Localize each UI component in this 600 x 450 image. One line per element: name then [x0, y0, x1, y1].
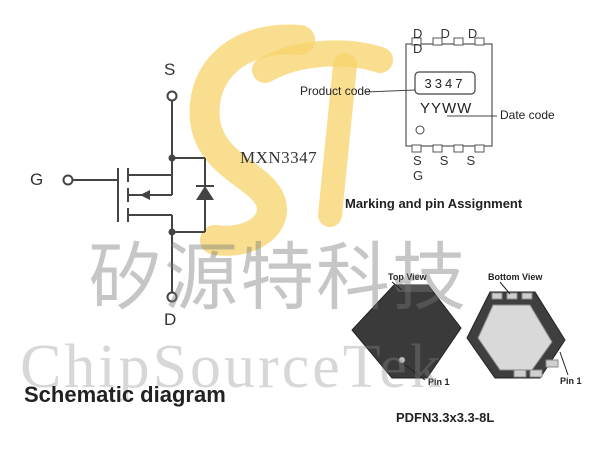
watermark-english: ChipSourceTek	[20, 333, 444, 401]
top-pin-3: D	[467, 26, 478, 41]
pin1-label-top: Pin 1	[428, 377, 450, 387]
gate-label: G	[30, 170, 44, 189]
watermark-chinese: 矽源特科技	[88, 235, 468, 321]
bottom-view-label: Bottom View	[488, 272, 543, 282]
date-code-value: YYWW	[420, 100, 473, 117]
bottom-pin-1: S	[413, 153, 422, 168]
schematic-caption: Schematic diagram	[24, 382, 226, 407]
bottom-pin-row: S S S G	[413, 153, 493, 183]
product-code-value: 3347	[424, 76, 466, 91]
source-label: S	[164, 60, 176, 79]
top-pin-row: D D D D	[413, 26, 493, 56]
date-code-label: Date code	[500, 108, 555, 122]
top-view-label: Top View	[388, 272, 427, 282]
pin1-marker	[415, 125, 425, 135]
top-pin-1: D	[413, 26, 423, 41]
gate-terminal	[62, 174, 74, 186]
package-name: PDFN3.3x3.3-8L	[396, 410, 495, 425]
drain-terminal	[166, 291, 178, 303]
top-pin-4: D	[413, 41, 423, 56]
part-number: MXN3347	[240, 148, 318, 167]
product-code-box	[414, 71, 476, 95]
bottom-pin-3: S	[466, 153, 476, 168]
marking-caption: Marking and pin Assignment	[345, 196, 523, 211]
pin1-label-bottom: Pin 1	[560, 376, 582, 386]
source-terminal	[166, 90, 178, 102]
product-code-label: Product code	[300, 84, 371, 98]
bottom-pin-2: S	[439, 153, 449, 168]
top-pin-2: D	[440, 26, 450, 41]
drain-label: D	[164, 310, 177, 329]
bottom-pin-4: G	[413, 168, 424, 183]
